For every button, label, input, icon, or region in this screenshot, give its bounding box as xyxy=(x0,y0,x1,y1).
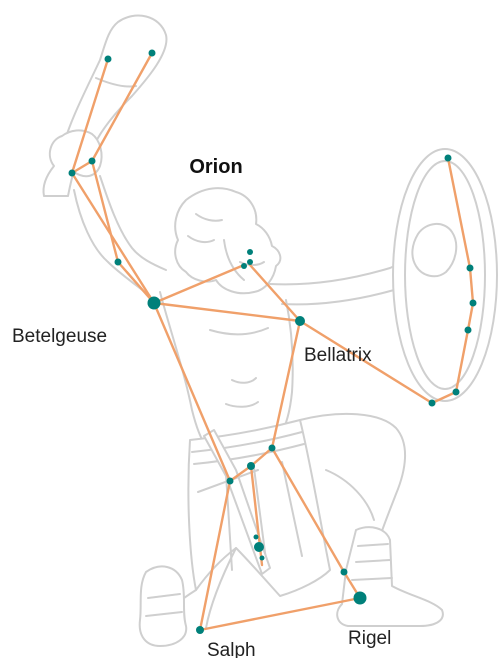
star-shield-2 xyxy=(467,265,474,272)
star-rigel xyxy=(354,592,367,605)
right-foot-outline xyxy=(337,527,443,626)
line-arm-c xyxy=(118,262,154,303)
star-club-top-right xyxy=(149,50,156,57)
label-saiph: Salph xyxy=(207,640,256,658)
star-belt-1 xyxy=(227,478,234,485)
star-shield-5 xyxy=(453,389,460,396)
star-shield-1 xyxy=(445,155,452,162)
star-belt-3 xyxy=(269,445,276,452)
star-betelgeuse xyxy=(148,297,161,310)
star-head-2 xyxy=(247,259,253,265)
star-club-mid xyxy=(89,158,96,165)
line-betelgeuse-bellatrix xyxy=(154,303,300,321)
star-bellatrix xyxy=(295,316,305,326)
line-arm-b xyxy=(72,173,154,303)
star-shield-3 xyxy=(470,300,477,307)
star-club-low xyxy=(69,170,76,177)
label-bellatrix: Bellatrix xyxy=(304,345,372,366)
star-sword-1 xyxy=(254,535,259,540)
star-sword-3 xyxy=(260,556,265,561)
hunter-figure-outline xyxy=(43,16,497,646)
star-club-top-left xyxy=(105,56,112,63)
star-belt-2 xyxy=(247,462,255,470)
star-shield-4 xyxy=(465,327,472,334)
star-rigel-upper xyxy=(341,569,348,576)
left-foot-outline xyxy=(140,566,187,646)
star-saiph xyxy=(196,626,204,634)
label-rigel: Rigel xyxy=(348,628,391,649)
line-saiph-rigel xyxy=(200,598,360,630)
shield-hand-outline xyxy=(412,224,456,276)
star-arm xyxy=(115,259,122,266)
diagram-title: Orion xyxy=(189,156,242,178)
star-head-3 xyxy=(241,263,247,269)
star-sword-2 xyxy=(254,542,264,552)
shield-outline xyxy=(393,149,497,401)
star-head-1 xyxy=(247,249,253,255)
label-betelgeuse: Betelgeuse xyxy=(12,326,107,347)
head-outline xyxy=(175,188,280,293)
star-shield-6 xyxy=(429,400,436,407)
